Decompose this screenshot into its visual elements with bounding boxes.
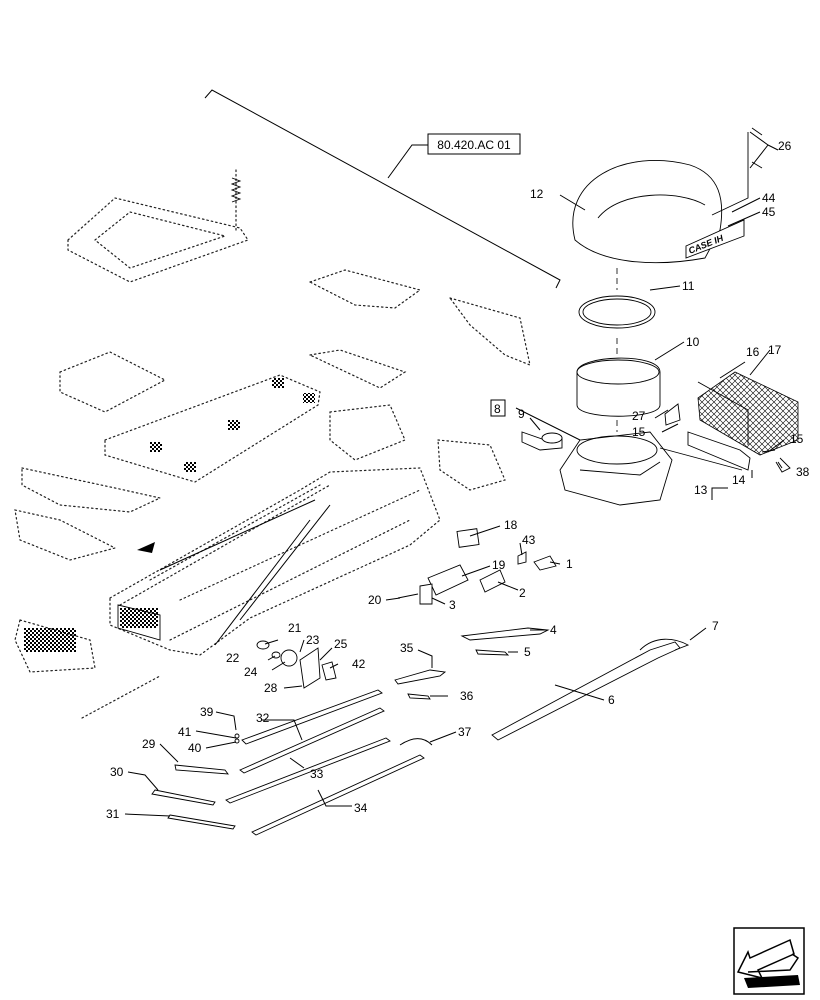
callout-15-right[interactable]: 15 bbox=[790, 432, 804, 446]
callout-30[interactable]: 30 bbox=[110, 765, 124, 779]
reference-bracket: 80.420.AC 01 bbox=[204, 89, 561, 289]
callout-32[interactable]: 32 bbox=[256, 711, 270, 725]
dome-assembly: CASE IH bbox=[521, 127, 763, 506]
callout-44[interactable]: 44 bbox=[762, 191, 776, 205]
callout-4[interactable]: 4 bbox=[550, 623, 557, 637]
small-hardware bbox=[397, 528, 557, 605]
callout-box-8 bbox=[490, 399, 506, 417]
callout-19[interactable]: 19 bbox=[492, 558, 506, 572]
callout-8[interactable]: 8 bbox=[494, 402, 501, 416]
callout-13[interactable]: 13 bbox=[694, 483, 708, 497]
callout-18[interactable]: 18 bbox=[504, 518, 518, 532]
callout-33[interactable]: 33 bbox=[310, 767, 324, 781]
callout-7[interactable]: 7 bbox=[712, 619, 719, 633]
callout-16[interactable]: 16 bbox=[746, 345, 760, 359]
callout-5[interactable]: 5 bbox=[524, 645, 531, 659]
callout-39[interactable]: 39 bbox=[200, 705, 214, 719]
callout-12[interactable]: 12 bbox=[530, 187, 544, 201]
callout-21[interactable]: 21 bbox=[288, 621, 302, 635]
callout-40[interactable]: 40 bbox=[188, 741, 202, 755]
callout-29[interactable]: 29 bbox=[142, 737, 156, 751]
callout-23[interactable]: 23 bbox=[306, 633, 320, 647]
callout-11[interactable]: 11 bbox=[682, 279, 695, 293]
callout-31[interactable]: 31 bbox=[106, 807, 120, 821]
callout-25[interactable]: 25 bbox=[334, 637, 348, 651]
callout-6[interactable]: 6 bbox=[608, 693, 615, 707]
callout-28[interactable]: 28 bbox=[264, 681, 278, 695]
context-parts bbox=[14, 169, 531, 719]
callout-42[interactable]: 42 bbox=[352, 657, 366, 671]
callout-9[interactable]: 9 bbox=[518, 407, 525, 421]
callout-10[interactable]: 10 bbox=[686, 335, 700, 349]
callout-20[interactable]: 20 bbox=[368, 593, 382, 607]
callout-2[interactable]: 2 bbox=[519, 586, 526, 600]
callout-14[interactable]: 14 bbox=[732, 473, 746, 487]
callout-35[interactable]: 35 bbox=[400, 641, 414, 655]
callout-1[interactable]: 1 bbox=[566, 557, 573, 571]
leader-lines bbox=[124, 131, 785, 817]
callout-26[interactable]: 26 bbox=[778, 139, 792, 153]
callout-43[interactable]: 43 bbox=[522, 533, 536, 547]
callout-34[interactable]: 34 bbox=[354, 801, 368, 815]
callout-41[interactable]: 41 bbox=[178, 725, 192, 739]
back-arrow-icon[interactable] bbox=[733, 927, 805, 995]
callout-36[interactable]: 36 bbox=[460, 689, 474, 703]
callout-22[interactable]: 22 bbox=[226, 651, 240, 665]
rails-group bbox=[151, 627, 690, 836]
callout-24[interactable]: 24 bbox=[244, 665, 258, 679]
reference-label[interactable]: 80.420.AC 01 bbox=[437, 138, 511, 152]
callout-38[interactable]: 38 bbox=[796, 465, 810, 479]
callout-17[interactable]: 17 bbox=[768, 343, 782, 357]
callout-labels: 1 2 3 4 5 6 7 8 9 10 11 12 13 14 15 15 1… bbox=[106, 139, 810, 821]
callout-15-left[interactable]: 15 bbox=[632, 425, 646, 439]
callout-45[interactable]: 45 bbox=[762, 205, 776, 219]
side-panel-assembly bbox=[659, 371, 799, 473]
callout-27[interactable]: 27 bbox=[632, 409, 646, 423]
callout-3[interactable]: 3 bbox=[449, 598, 456, 612]
callout-37[interactable]: 37 bbox=[458, 725, 472, 739]
